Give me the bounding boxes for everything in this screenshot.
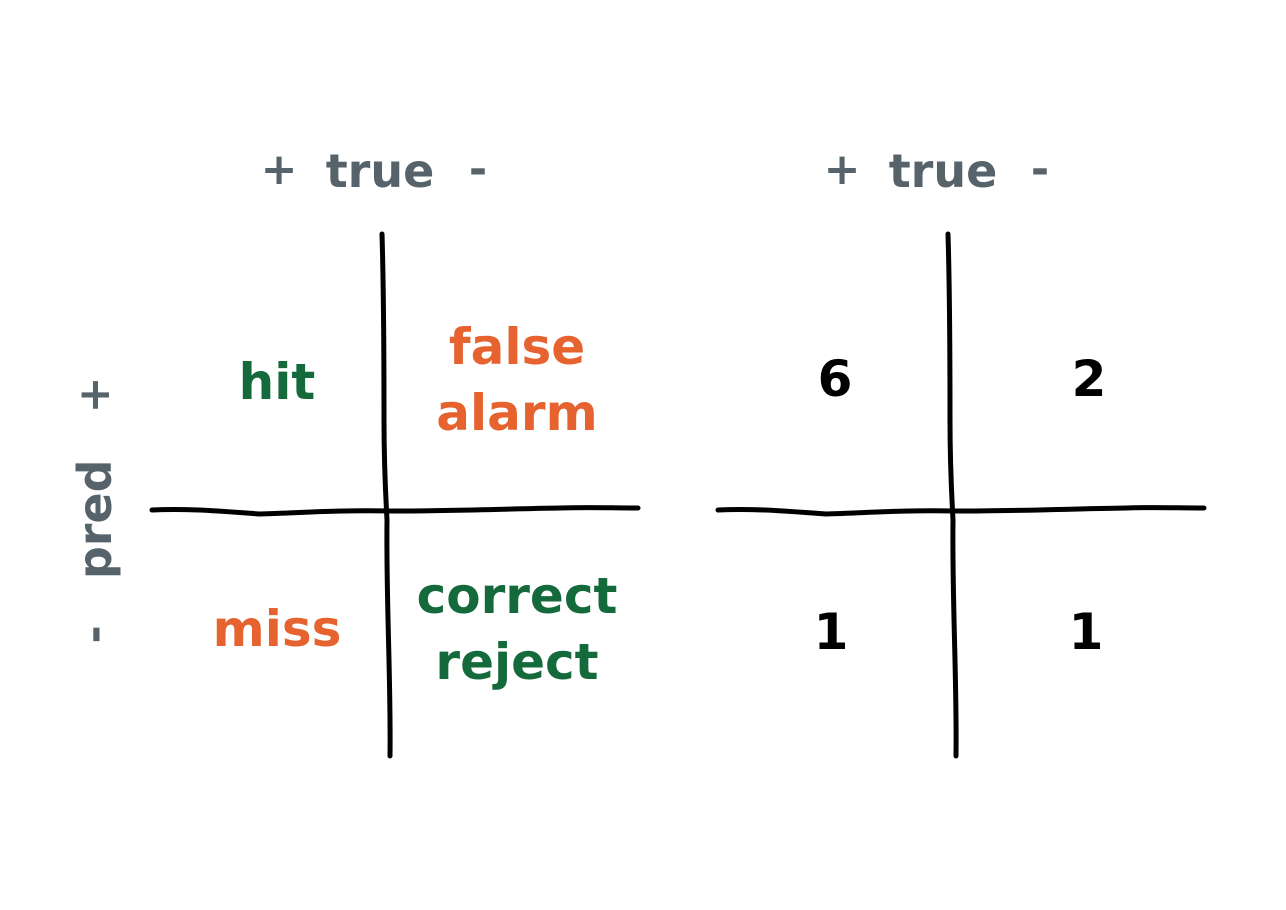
left-true-minus: - (468, 144, 488, 195)
cell-correct-reject-line1: correct (416, 567, 618, 625)
count-false-alarm: 2 (1071, 350, 1107, 408)
cell-false-alarm-line1: false (448, 318, 586, 376)
left-true-plus: + (260, 144, 298, 195)
cell-hit: hit (238, 353, 316, 411)
pred-axis: - pred + (68, 376, 122, 644)
pred-plus: + (69, 376, 120, 414)
count-hit: 6 (817, 350, 853, 408)
cell-false-alarm: false alarm (436, 314, 597, 446)
right-true-axis-label: true (888, 144, 998, 198)
cell-correct-reject-line2: reject (435, 633, 599, 691)
left-true-axis-label: true (325, 144, 435, 198)
left-vertical-line (379, 231, 393, 759)
cell-miss: miss (212, 600, 342, 658)
pred-axis-label: pred (68, 459, 122, 580)
right-horizontal-line (715, 505, 1207, 517)
right-true-plus: + (823, 144, 861, 195)
right-vertical-line (945, 231, 959, 759)
cell-false-alarm-line2: alarm (436, 384, 598, 442)
count-correct-reject: 1 (1068, 603, 1104, 661)
pred-minus: - (69, 625, 120, 644)
right-true-minus: - (1030, 144, 1050, 195)
count-miss: 1 (813, 603, 849, 661)
cell-correct-reject: correct reject (417, 563, 618, 695)
left-horizontal-line (149, 505, 641, 517)
